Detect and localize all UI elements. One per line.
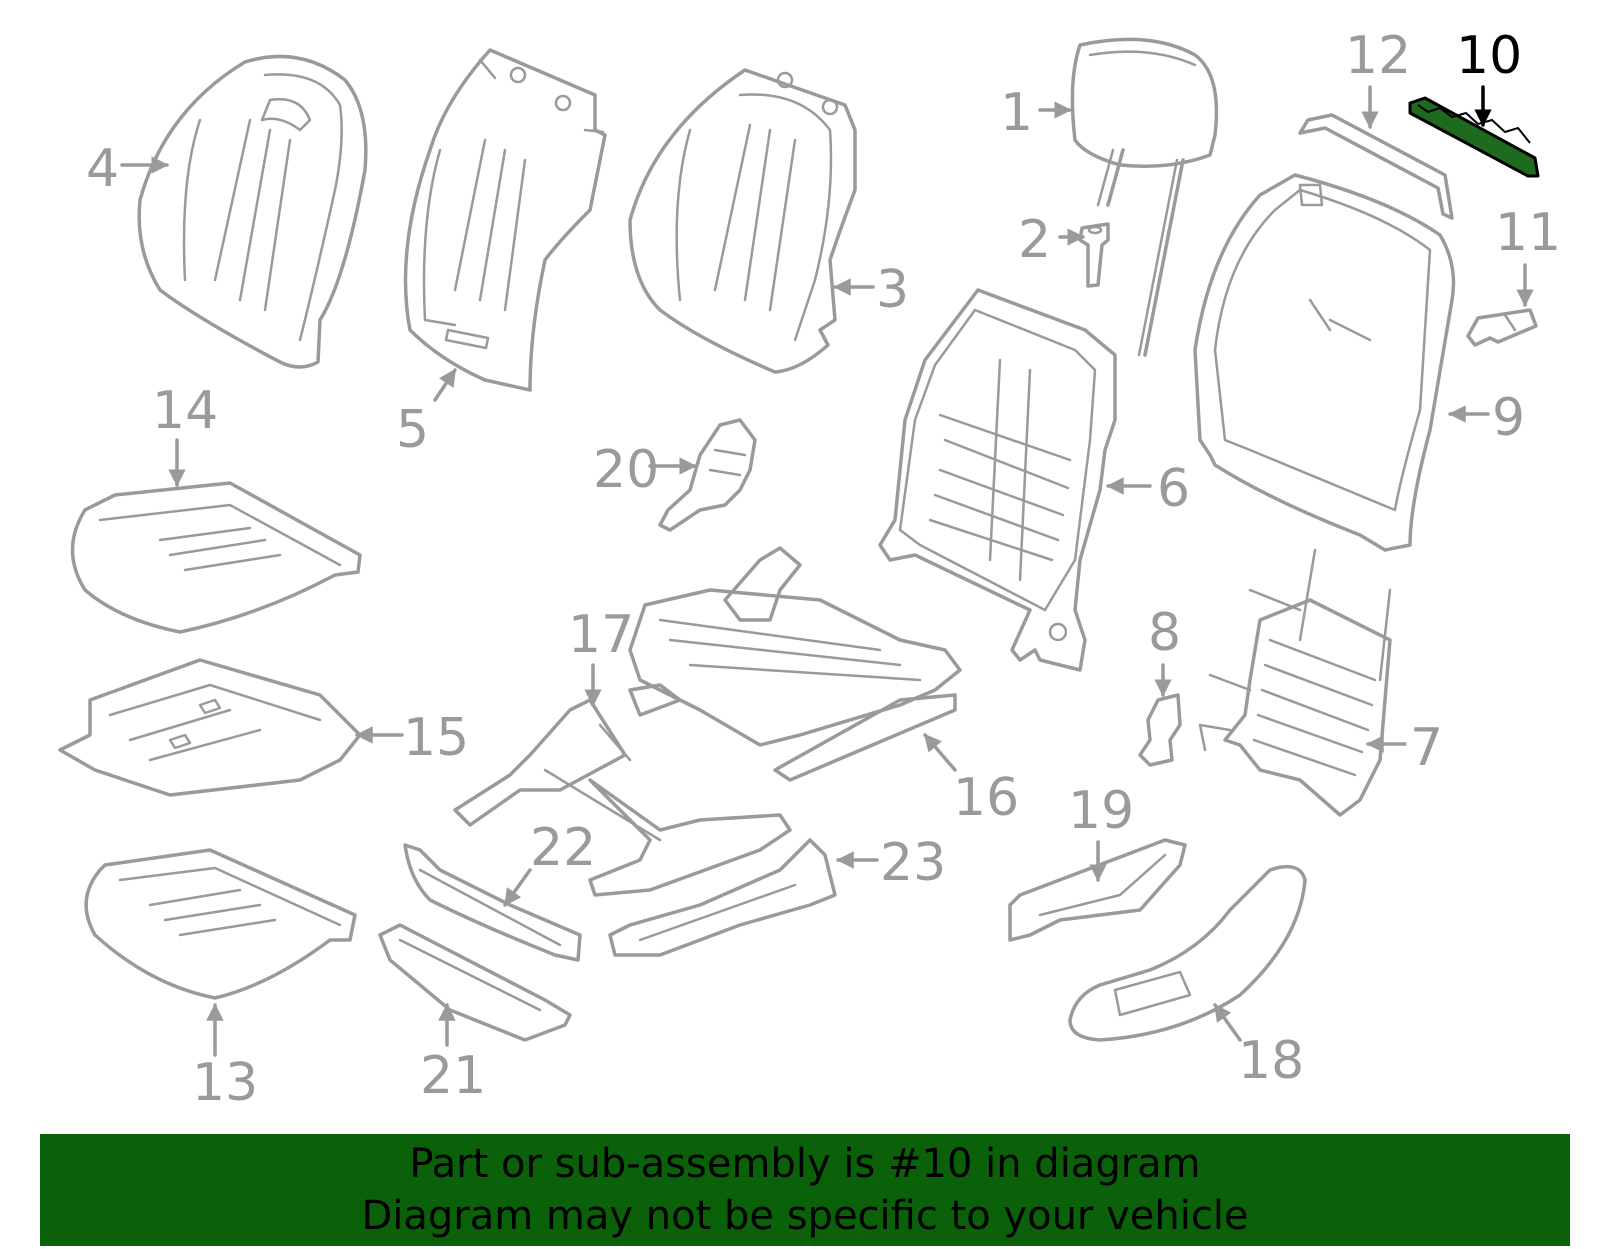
callout-11: 11 <box>1495 203 1561 263</box>
callout-2: 2 <box>1018 210 1051 270</box>
part-9-rear-panel[interactable] <box>1193 173 1456 552</box>
callout-4: 4 <box>86 139 119 199</box>
callout-3: 3 <box>876 260 909 320</box>
part-2-headrest-guide[interactable] <box>1078 222 1110 288</box>
part-5-backrest-panel[interactable] <box>403 48 607 392</box>
part-10-highlighted-strip[interactable] <box>1408 96 1540 178</box>
callout-1: 1 <box>1000 83 1033 143</box>
part-15-seat-pan[interactable] <box>58 658 362 797</box>
callout-17: 17 <box>568 605 634 665</box>
callout-19: 19 <box>1068 781 1134 841</box>
part-3-backrest-trim[interactable] <box>628 68 857 374</box>
callout-12: 12 <box>1345 26 1411 86</box>
callout-9: 9 <box>1492 388 1525 448</box>
part-17-seat-track[interactable] <box>453 698 792 897</box>
callout-23: 23 <box>880 833 946 893</box>
part-14-cushion-cover[interactable] <box>70 481 362 634</box>
info-banner: Part or sub-assembly is #10 in diagram D… <box>40 1134 1570 1246</box>
callout-18: 18 <box>1238 1031 1304 1091</box>
part-23-side-trim[interactable] <box>608 838 837 957</box>
callout-7: 7 <box>1410 718 1443 778</box>
callout-14: 14 <box>152 381 218 441</box>
banner-line-1: Part or sub-assembly is #10 in diagram <box>409 1141 1201 1187</box>
part-20-bracket[interactable] <box>658 418 757 532</box>
callout-22: 22 <box>530 818 596 878</box>
part-4-backrest-cover[interactable] <box>137 54 368 369</box>
part-19-side-trim[interactable] <box>1008 838 1187 942</box>
callout-5: 5 <box>396 400 429 460</box>
part-16-seat-frame[interactable] <box>628 546 962 782</box>
banner-line-2: Diagram may not be specific to your vehi… <box>361 1193 1249 1239</box>
callout-8: 8 <box>1148 603 1181 663</box>
part-6-backrest-frame[interactable] <box>878 288 1117 672</box>
part-13-cushion[interactable] <box>84 848 357 1000</box>
callout-13: 13 <box>192 1053 258 1113</box>
callout-21: 21 <box>420 1046 486 1106</box>
part-18-side-cover[interactable] <box>1068 864 1307 1042</box>
callout-16: 16 <box>953 768 1019 828</box>
part-12-trim-strip[interactable] <box>1298 113 1454 220</box>
part-1-headrest[interactable] <box>1070 37 1219 357</box>
part-21-lower-trim[interactable] <box>378 923 572 1042</box>
part-11-clip[interactable] <box>1466 308 1538 347</box>
callout-15: 15 <box>403 708 469 768</box>
callout-20: 20 <box>593 440 659 500</box>
part-7-spring-mat[interactable] <box>1198 548 1392 817</box>
callout-10-highlighted: 10 <box>1456 26 1522 86</box>
part-8-bracket[interactable] <box>1138 693 1182 767</box>
callout-6: 6 <box>1157 459 1190 519</box>
part-22-front-trim[interactable] <box>403 843 582 962</box>
